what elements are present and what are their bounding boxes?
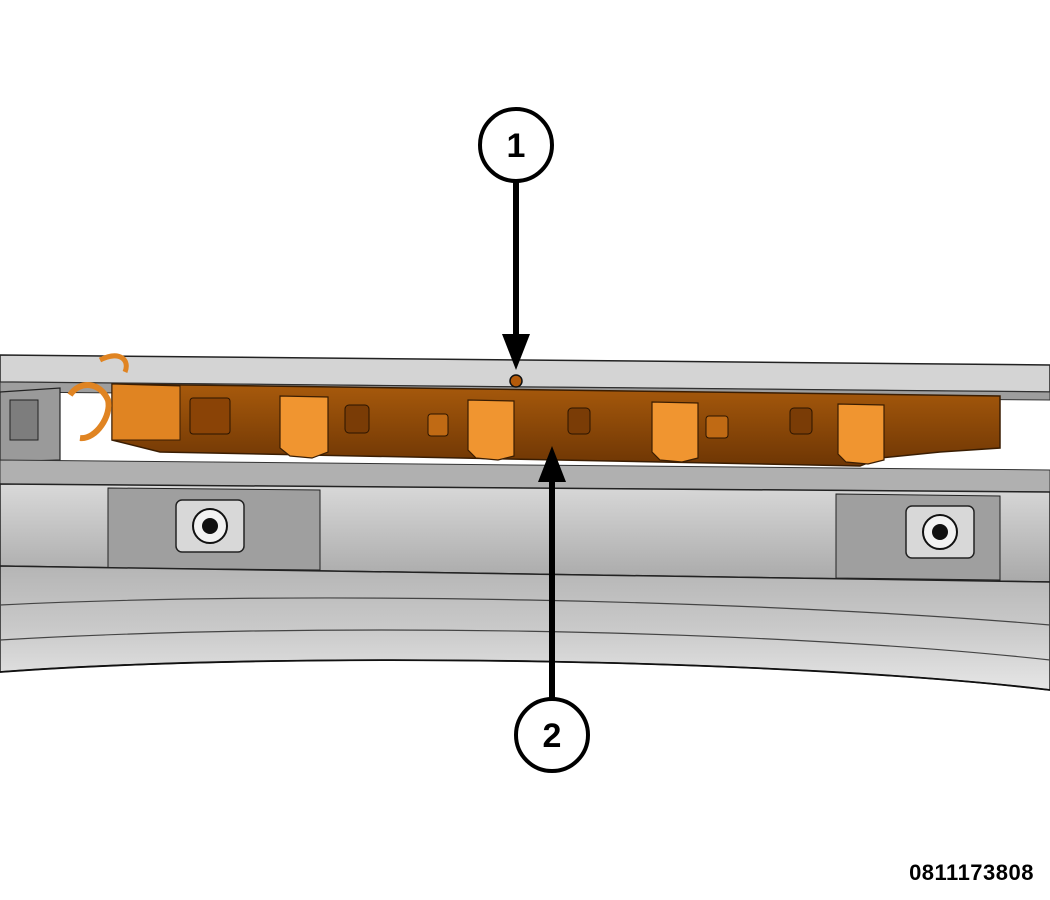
figure-id-label: 0811173808 — [909, 860, 1034, 885]
bumper-fascia — [0, 565, 1050, 691]
callout-2-circle — [514, 697, 590, 773]
fastener — [509, 374, 523, 388]
mount-hole-right — [905, 505, 975, 559]
clip-row — [0, 459, 1050, 493]
callout-1: 1 — [478, 107, 554, 370]
callout-1-circle — [478, 107, 554, 183]
mount-hole-left — [175, 499, 245, 553]
callout-1-arrowhead — [502, 334, 530, 370]
left-harness — [0, 353, 129, 463]
callout-2-arrowhead — [538, 446, 566, 482]
bracket-assembly — [111, 374, 1001, 467]
callout-2: 2 — [514, 446, 590, 773]
callout-1-number: 1 — [507, 127, 526, 165]
bumper-beam — [0, 483, 1050, 583]
callout-2-number: 2 — [543, 717, 562, 755]
